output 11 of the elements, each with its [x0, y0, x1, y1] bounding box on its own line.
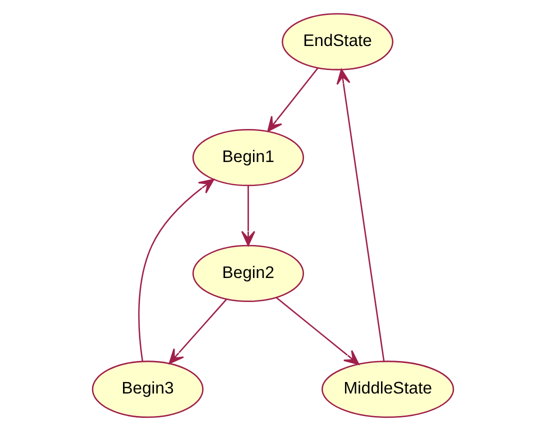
arrow — [240, 186, 255, 246]
node-ellipse: MiddleState — [321, 360, 454, 418]
node-ellipse: EndState — [281, 13, 393, 70]
arrow — [336, 68, 384, 362]
arrow — [168, 298, 226, 364]
arrow — [276, 297, 359, 365]
node-ellipse: Begin2 — [192, 244, 304, 302]
arrow — [266, 68, 318, 132]
arrow — [138, 178, 214, 362]
node-ellipse: Begin3 — [91, 360, 204, 418]
node-ellipse: Begin1 — [192, 128, 304, 186]
